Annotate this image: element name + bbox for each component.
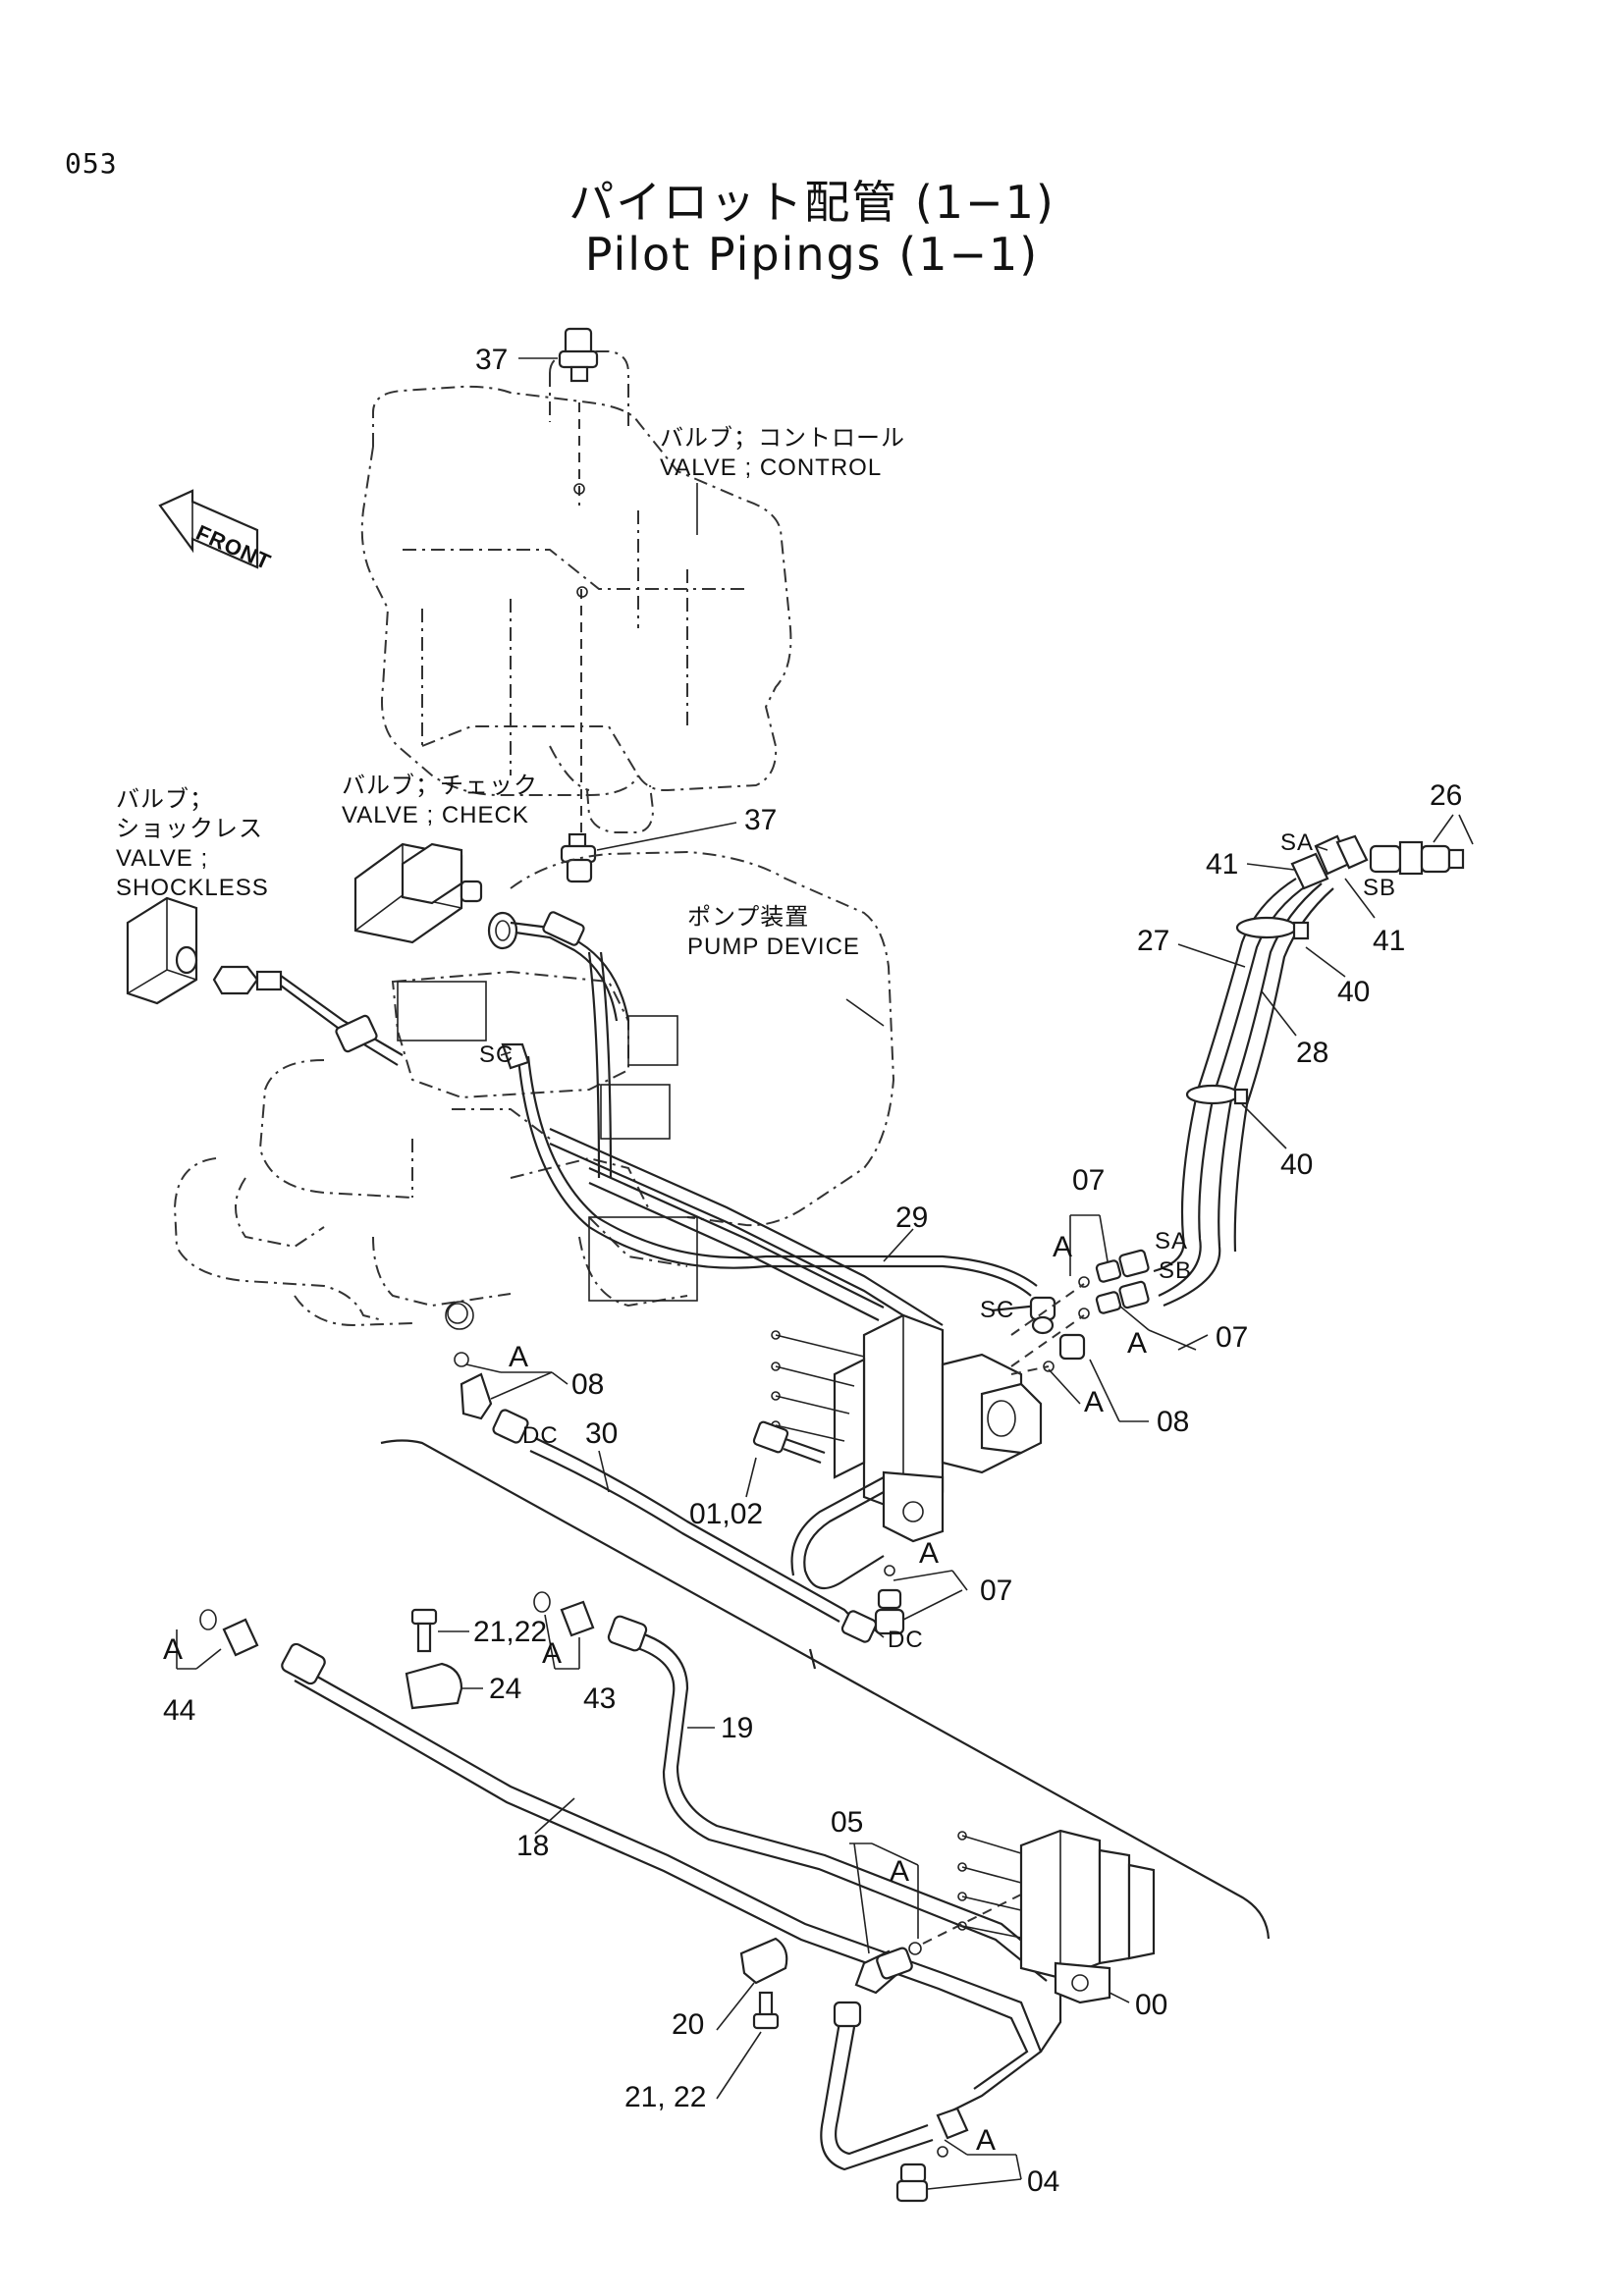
callout-sb-mid: SB — [1159, 1257, 1192, 1284]
callout-01-02: 01,02 — [689, 1498, 763, 1530]
callout-40-bottom: 40 — [1280, 1148, 1313, 1181]
control-valve-outline — [360, 350, 792, 844]
callout-30: 30 — [585, 1417, 618, 1450]
hoses-27-28 — [1153, 834, 1465, 1308]
callout-19: 19 — [721, 1712, 753, 1744]
page-title-english: Pilot Pipings (1−1) — [584, 228, 1040, 281]
shockless-label-en1: VALVE ; — [116, 845, 208, 872]
callout-41-left: 41 — [1206, 848, 1238, 881]
callout-a-07-right: A — [1127, 1327, 1147, 1360]
callout-28: 28 — [1296, 1037, 1328, 1069]
callout-a-44: A — [163, 1633, 183, 1666]
callout-27: 27 — [1137, 925, 1169, 957]
upper-pipes — [280, 911, 1056, 1643]
check-valve-label-en: VALVE ; CHECK — [342, 802, 529, 828]
check-valve-label-jp: バルブ；チェック — [342, 773, 538, 799]
callout-43: 43 — [583, 1682, 616, 1715]
callout-sa-mid: SA — [1155, 1228, 1188, 1255]
callout-dc-top: DC — [522, 1422, 559, 1449]
callout-40-top: 40 — [1337, 976, 1370, 1008]
callout-a-43: A — [542, 1637, 562, 1670]
callout-a-05: A — [890, 1855, 909, 1888]
control-valve-label-jp: バルブ；コントロール — [660, 425, 905, 452]
callout-07-right: 07 — [1216, 1321, 1248, 1354]
callout-07-top: 07 — [1072, 1164, 1105, 1197]
pump-device-label-en: PUMP DEVICE — [687, 934, 860, 960]
callout-05: 05 — [831, 1806, 863, 1839]
callout-a-08-left: A — [509, 1341, 528, 1373]
callout-sc-mid: SC — [980, 1297, 1014, 1323]
callout-04: 04 — [1027, 2165, 1059, 2198]
front-arrow-label: FRONT — [192, 520, 275, 575]
fitting-37-bottom: 37 — [560, 804, 777, 883]
control-valve-label-en: VALVE ; CONTROL — [660, 454, 882, 481]
check-valve — [353, 842, 518, 950]
section-divider-line — [380, 1439, 1271, 1940]
callout-18: 18 — [516, 1830, 549, 1862]
callout-29: 29 — [895, 1201, 928, 1234]
pilot-valve-block-upper — [752, 1313, 1043, 1590]
shockless-label-jp2: ショックレス — [116, 816, 263, 842]
lower-pipes — [199, 1591, 1062, 2203]
callout-41-right: 41 — [1373, 925, 1405, 957]
callout-00: 00 — [1135, 1989, 1167, 2021]
fittings-07-upper — [874, 1249, 1150, 1635]
callout-08-left: 08 — [571, 1368, 604, 1401]
pump-blocks — [397, 981, 698, 1302]
callout-08-right: 08 — [1157, 1406, 1189, 1438]
callout-a-07-top: A — [1053, 1231, 1072, 1263]
callout-20: 20 — [672, 2008, 704, 2041]
shockless-label-jp1: バルブ； — [116, 786, 214, 813]
callout-24: 24 — [489, 1673, 521, 1705]
callout-dc-bottom: DC — [888, 1627, 924, 1653]
pump-device-label-jp: ポンプ装置 — [687, 904, 809, 931]
pump-device-outline — [173, 850, 895, 1327]
callout-a-04: A — [976, 2124, 996, 2157]
callout-sa-top: SA — [1280, 829, 1314, 856]
callout-sc-top: SC — [479, 1041, 514, 1068]
divider-tick — [808, 1648, 817, 1670]
leader-lines — [176, 814, 1474, 2190]
page-number: 053 — [65, 147, 118, 180]
front-arrow: FRONT — [158, 489, 275, 575]
callout-44: 44 — [163, 1694, 195, 1727]
callout-21-22-top: 21,22 — [473, 1616, 547, 1648]
callout-26: 26 — [1430, 779, 1462, 812]
pilot-valve-block-lower — [957, 1829, 1156, 2004]
shockless-label-en2: SHOCKLESS — [116, 875, 269, 901]
callout-a-07-bottom: A — [919, 1537, 939, 1570]
fitting-37-top: 37 — [475, 327, 599, 383]
shockless-valve — [126, 896, 283, 1005]
callout-37-bottom: 37 — [744, 804, 777, 836]
page-title-japanese: パイロット配管 (1−1) — [568, 176, 1056, 229]
callout-21-22-bottom: 21, 22 — [624, 2081, 706, 2113]
callout-37-top: 37 — [475, 344, 508, 376]
callout-sb-top: SB — [1363, 875, 1396, 901]
callout-07-bottom: 07 — [980, 1575, 1012, 1607]
callout-a-08-right: A — [1084, 1386, 1104, 1418]
